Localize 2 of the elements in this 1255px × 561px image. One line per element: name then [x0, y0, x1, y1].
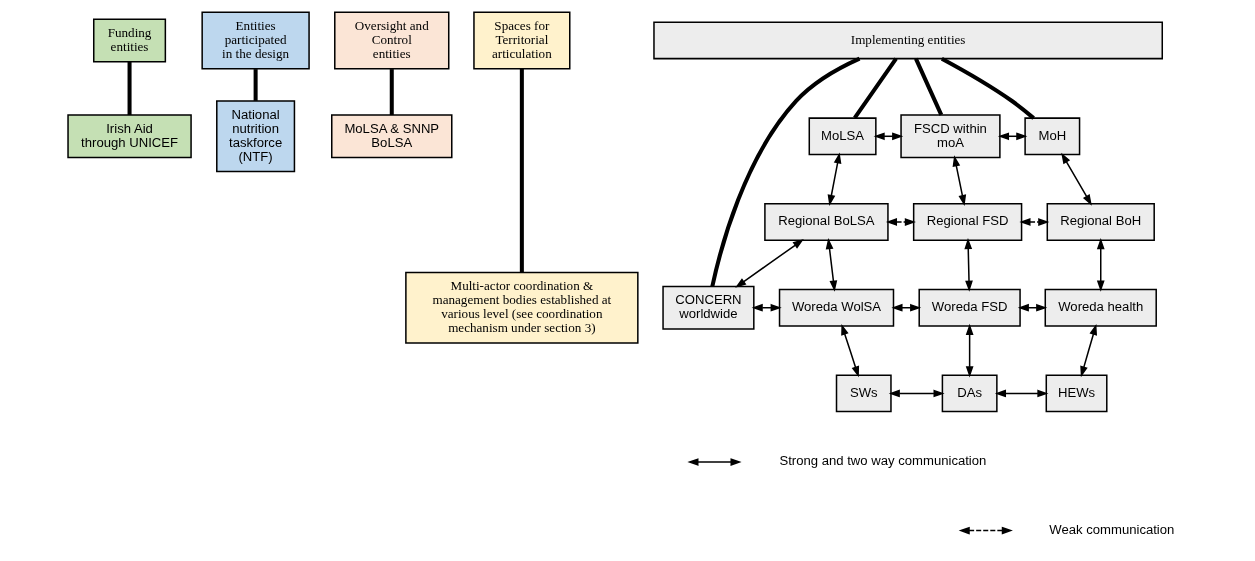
legend-label: Weak communication: [1049, 522, 1175, 538]
legend-label: Strong and two way communication: [779, 453, 987, 469]
